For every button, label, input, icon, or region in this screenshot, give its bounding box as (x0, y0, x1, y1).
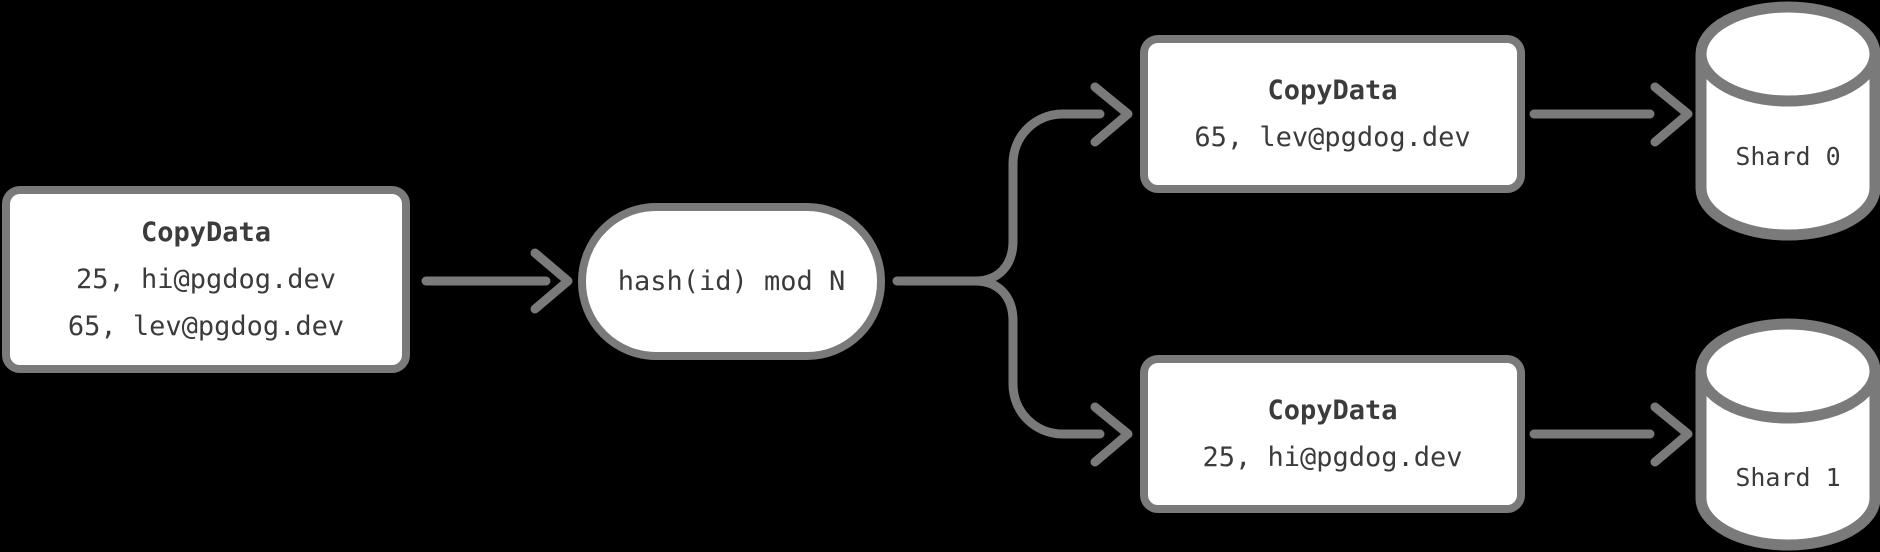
arrowhead-source-to-router-icon (530, 248, 573, 314)
source-row-1: 25, hi@pgdog.dev (75, 264, 337, 295)
shard1-label: Shard 1 (1735, 463, 1841, 492)
shard0-label: Shard 0 (1735, 142, 1841, 171)
source-row-2: 65, lev@pgdog.dev (67, 311, 345, 342)
router-label: hash(id) mod N (617, 266, 846, 297)
shard0-message-title: CopyData (1267, 75, 1398, 106)
arrowhead-top-to-shard0-icon (1650, 82, 1693, 147)
shard0-database-cylinder-icon (1695, 1, 1880, 241)
shard1-message-row: 25, hi@pgdog.dev (1202, 442, 1463, 473)
node-source-copydata: CopyData 25, hi@pgdog.dev 65, lev@pgdog.… (2, 186, 410, 373)
fork-upper-branch-line (970, 109, 1105, 286)
arrowhead-upper-branch-icon (1090, 82, 1133, 147)
fork-lower-branch-line (970, 276, 1105, 439)
arrowhead-bottom-to-shard1-icon (1650, 402, 1693, 467)
node-shard0-copydata: CopyData 65, lev@pgdog.dev (1140, 35, 1525, 193)
shard1-database-cylinder-icon (1695, 318, 1880, 551)
node-hash-router: hash(id) mod N (578, 203, 885, 360)
node-shard1-copydata: CopyData 25, hi@pgdog.dev (1140, 355, 1525, 513)
shard1-message-title: CopyData (1267, 395, 1398, 426)
shard0-message-row: 65, lev@pgdog.dev (1194, 122, 1471, 153)
source-title: CopyData (140, 217, 272, 248)
arrowhead-lower-branch-icon (1090, 402, 1133, 467)
